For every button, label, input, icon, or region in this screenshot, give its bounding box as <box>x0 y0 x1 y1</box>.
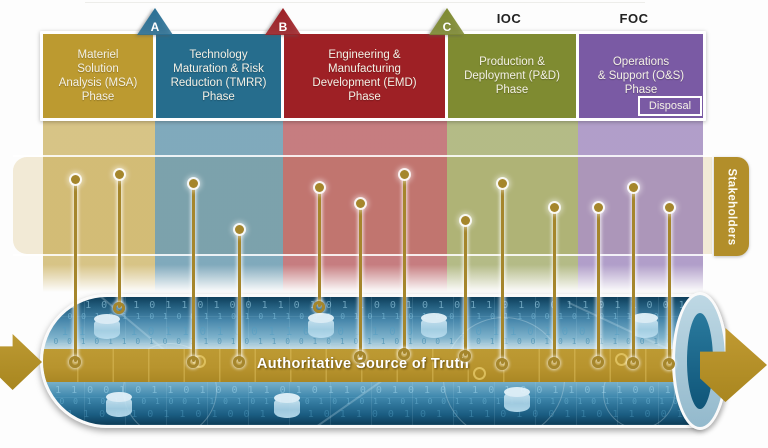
binary-texture-row: 1 0 1 1 0 0 1 0 1 1 0 1 0 0 1 1 0 1 0 1 … <box>43 385 699 396</box>
milestone-b-triangle-icon: B <box>265 8 301 35</box>
milestone-a-triangle-icon: A <box>137 8 173 35</box>
milestone-c-label: C <box>442 20 452 34</box>
binary-texture-row: 1 0 1 1 0 0 1 0 1 1 0 1 0 0 1 1 0 1 0 1 … <box>43 300 699 311</box>
flow-arrow-left-icon <box>0 334 42 390</box>
ioc-marker: IOC <box>496 11 522 26</box>
database-icon-top <box>106 392 132 402</box>
phase-label-emd: Engineering & Manufacturing Development … <box>312 49 417 103</box>
truth-band <box>43 349 699 382</box>
milestone-b: B <box>265 8 301 35</box>
binary-texture-row: 1 0 1 1 0 0 1 0 1 1 0 1 0 0 1 1 0 1 0 1 … <box>40 312 699 321</box>
phase-label-tmrr: Technology Maturation & Risk Reduction (… <box>170 49 267 103</box>
phase-label-msa: Materiel Solution Analysis (MSA) Phase <box>58 49 138 103</box>
authoritative-source-cylinder: 1 0 1 1 0 0 1 0 1 1 0 1 0 0 1 1 0 1 0 1 … <box>40 294 702 428</box>
phase-label-os: Operations & Support (O&S) Phase <box>597 56 685 96</box>
foc-marker: FOC <box>619 11 649 26</box>
phase-box-emd: Engineering & Manufacturing Development … <box>284 34 445 118</box>
phase-column-emd <box>283 121 447 292</box>
database-icon <box>632 313 658 339</box>
authoritative-source-title: Authoritative Source of Truth <box>256 356 470 372</box>
database-icon <box>106 392 132 418</box>
binary-texture-row: 1 0 1 1 0 0 1 0 1 1 0 1 0 0 1 1 0 1 0 1 … <box>43 325 699 338</box>
card-top-border <box>85 2 645 3</box>
database-icon <box>308 313 334 339</box>
database-icon-top <box>504 387 530 397</box>
milestone-a: A <box>137 8 173 35</box>
phase-column-pd <box>447 121 578 292</box>
database-icon-top <box>421 313 447 323</box>
stakeholders-tab: Stakeholders <box>714 157 749 256</box>
binary-texture-row: 1 0 1 1 0 0 1 0 1 1 0 1 0 0 1 1 0 1 0 1 … <box>43 397 699 406</box>
database-icons-layer <box>43 297 699 425</box>
circuit-node-icon <box>473 367 486 380</box>
milestone-c-triangle-icon: C <box>429 8 465 35</box>
phase-label-pd: Production & Deployment (P&D) Phase <box>464 56 560 96</box>
phase-box-msa: Materiel Solution Analysis (MSA) Phase <box>43 34 153 118</box>
database-icon <box>274 393 300 419</box>
disposal-label: Disposal <box>648 100 692 112</box>
binary-texture-row: 1 0 1 1 0 0 1 0 1 1 0 1 0 0 1 1 0 1 0 1 … <box>40 337 699 346</box>
database-icon <box>94 314 120 340</box>
database-icon-top <box>94 314 120 324</box>
database-icon <box>504 387 530 413</box>
phase-column-msa <box>43 121 155 292</box>
milestone-b-label: B <box>278 20 288 34</box>
phase-column-tmrr <box>155 121 283 292</box>
stakeholders-label: Stakeholders <box>725 167 738 246</box>
phase-box-tmrr: Technology Maturation & Risk Reduction (… <box>156 34 281 118</box>
milestone-a-label: A <box>150 20 160 34</box>
circuit-circle-icon <box>123 343 217 425</box>
database-icon-top <box>274 393 300 403</box>
band-top-edge <box>13 155 712 157</box>
band-bottom-edge <box>13 254 712 256</box>
milestone-c: C <box>429 8 465 35</box>
phase-box-pd: Production & Deployment (P&D) Phase <box>448 34 576 118</box>
phase-column-os <box>578 121 703 292</box>
database-icon <box>421 313 447 339</box>
database-icon-top <box>632 313 658 323</box>
database-icon-top <box>308 313 334 323</box>
phase-box-os: Operations & Support (O&S) Phase <box>579 34 703 118</box>
binary-texture-row: 1 0 1 1 0 0 1 0 1 1 0 1 0 0 1 1 0 1 0 1 … <box>43 409 699 420</box>
binary-texture: 1 0 1 1 0 0 1 0 1 1 0 1 0 0 1 1 0 1 0 1 … <box>43 297 699 425</box>
disposal-box: Disposal <box>638 96 702 116</box>
